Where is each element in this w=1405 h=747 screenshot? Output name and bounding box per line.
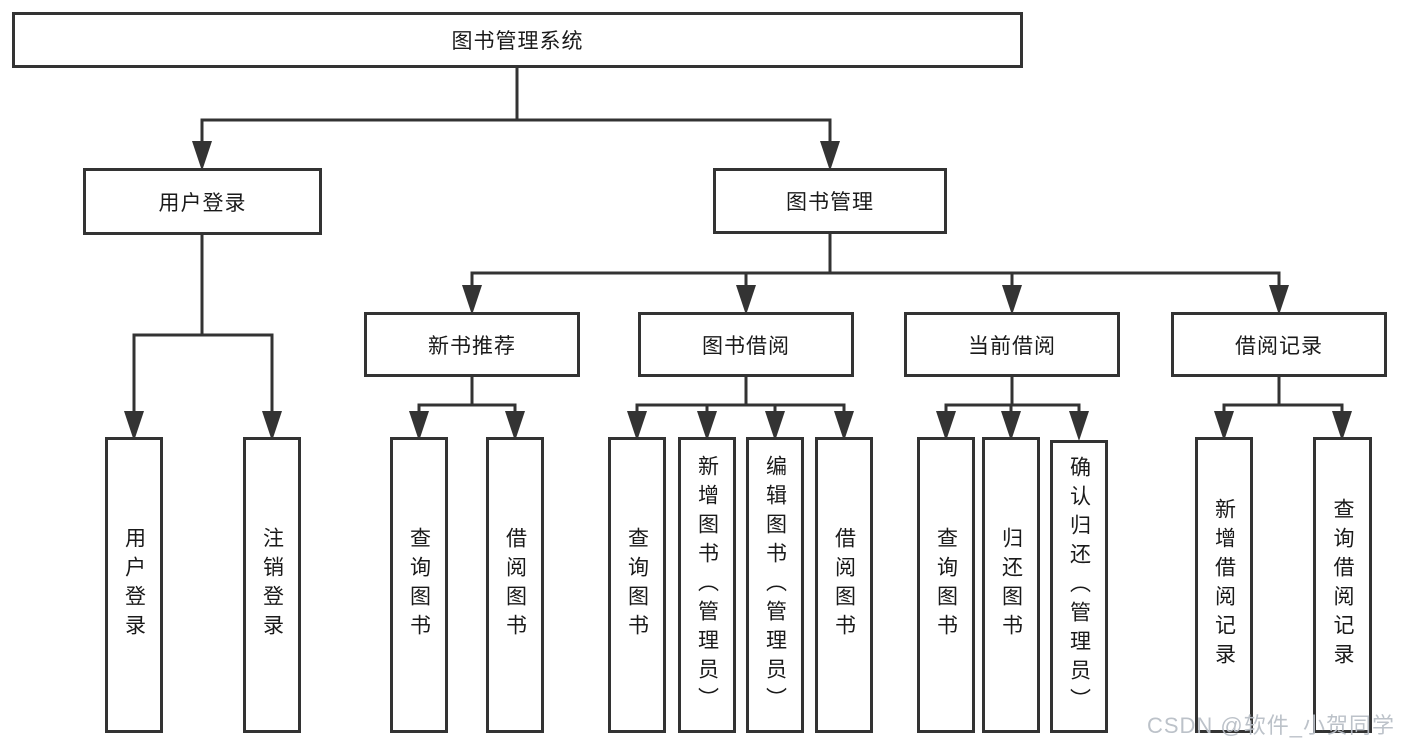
- node-user-login: 用户登录: [83, 168, 322, 235]
- node-label: 查询借阅记录: [1331, 498, 1354, 672]
- node-label: 借阅记录: [1235, 334, 1323, 358]
- node-label: 当前借阅: [968, 334, 1056, 358]
- edge-borrow-records-to-children: [1222, 377, 1344, 415]
- node-label: 编辑图书（管理员）: [763, 454, 787, 716]
- leaf-user-login: 用户登录: [105, 437, 163, 733]
- leaf-query-borrow-record: 查询借阅记录: [1313, 437, 1372, 733]
- node-label: 确认归还（管理员）: [1067, 456, 1091, 717]
- leaf-query-books-recommend: 查询图书: [390, 437, 448, 733]
- leaf-borrow-books: 借阅图书: [815, 437, 873, 733]
- node-label: 借阅图书: [832, 527, 856, 643]
- edge-user-login-to-children: [132, 235, 274, 415]
- node-new-book-recommend: 新书推荐: [364, 312, 580, 377]
- watermark: CSDN @软件_小贺同学: [1146, 713, 1395, 738]
- node-label: 用户登录: [122, 527, 146, 643]
- leaf-borrow-books-recommend: 借阅图书: [486, 437, 544, 733]
- node-label: 借阅图书: [503, 527, 527, 643]
- node-label: 新书推荐: [428, 334, 516, 358]
- leaf-return-book: 归还图书: [982, 437, 1040, 733]
- node-label: 图书管理系统: [451, 30, 584, 53]
- edge-current-borrow-to-children: [944, 377, 1081, 415]
- node-book-management: 图书管理: [713, 168, 947, 234]
- node-current-borrow: 当前借阅: [904, 312, 1120, 377]
- edge-book-borrow-to-children: [635, 377, 846, 415]
- leaf-confirm-return-admin: 确认归还（管理员）: [1050, 440, 1108, 733]
- node-library-management-system: 图书管理系统: [12, 12, 1023, 68]
- node-label: 新增借阅记录: [1212, 498, 1236, 672]
- node-borrow-records: 借阅记录: [1171, 312, 1387, 377]
- node-label: 用户登录: [158, 191, 247, 215]
- node-label: 新增图书（管理员）: [695, 454, 719, 716]
- leaf-add-borrow-record: 新增借阅记录: [1195, 437, 1253, 733]
- edge-new-book-recommend-to-children: [417, 377, 517, 415]
- node-label: 图书借阅: [702, 334, 790, 358]
- node-label: 查询图书: [407, 527, 431, 643]
- edge-book-management-to-children: [470, 233, 1281, 290]
- node-book-borrow: 图书借阅: [638, 312, 854, 377]
- edge-root-to-children: [200, 66, 832, 145]
- node-label: 查询图书: [625, 527, 649, 643]
- node-label: 图书管理: [786, 191, 874, 214]
- leaf-query-books-borrow: 查询图书: [608, 437, 666, 733]
- node-label: 注销登录: [260, 527, 284, 643]
- leaf-add-book-admin: 新增图书（管理员）: [678, 437, 736, 733]
- leaf-edit-book-admin: 编辑图书（管理员）: [746, 437, 804, 733]
- leaf-logout: 注销登录: [243, 437, 301, 733]
- node-label: 归还图书: [999, 527, 1023, 643]
- node-label: 查询图书: [934, 527, 958, 643]
- leaf-query-books-current: 查询图书: [917, 437, 975, 733]
